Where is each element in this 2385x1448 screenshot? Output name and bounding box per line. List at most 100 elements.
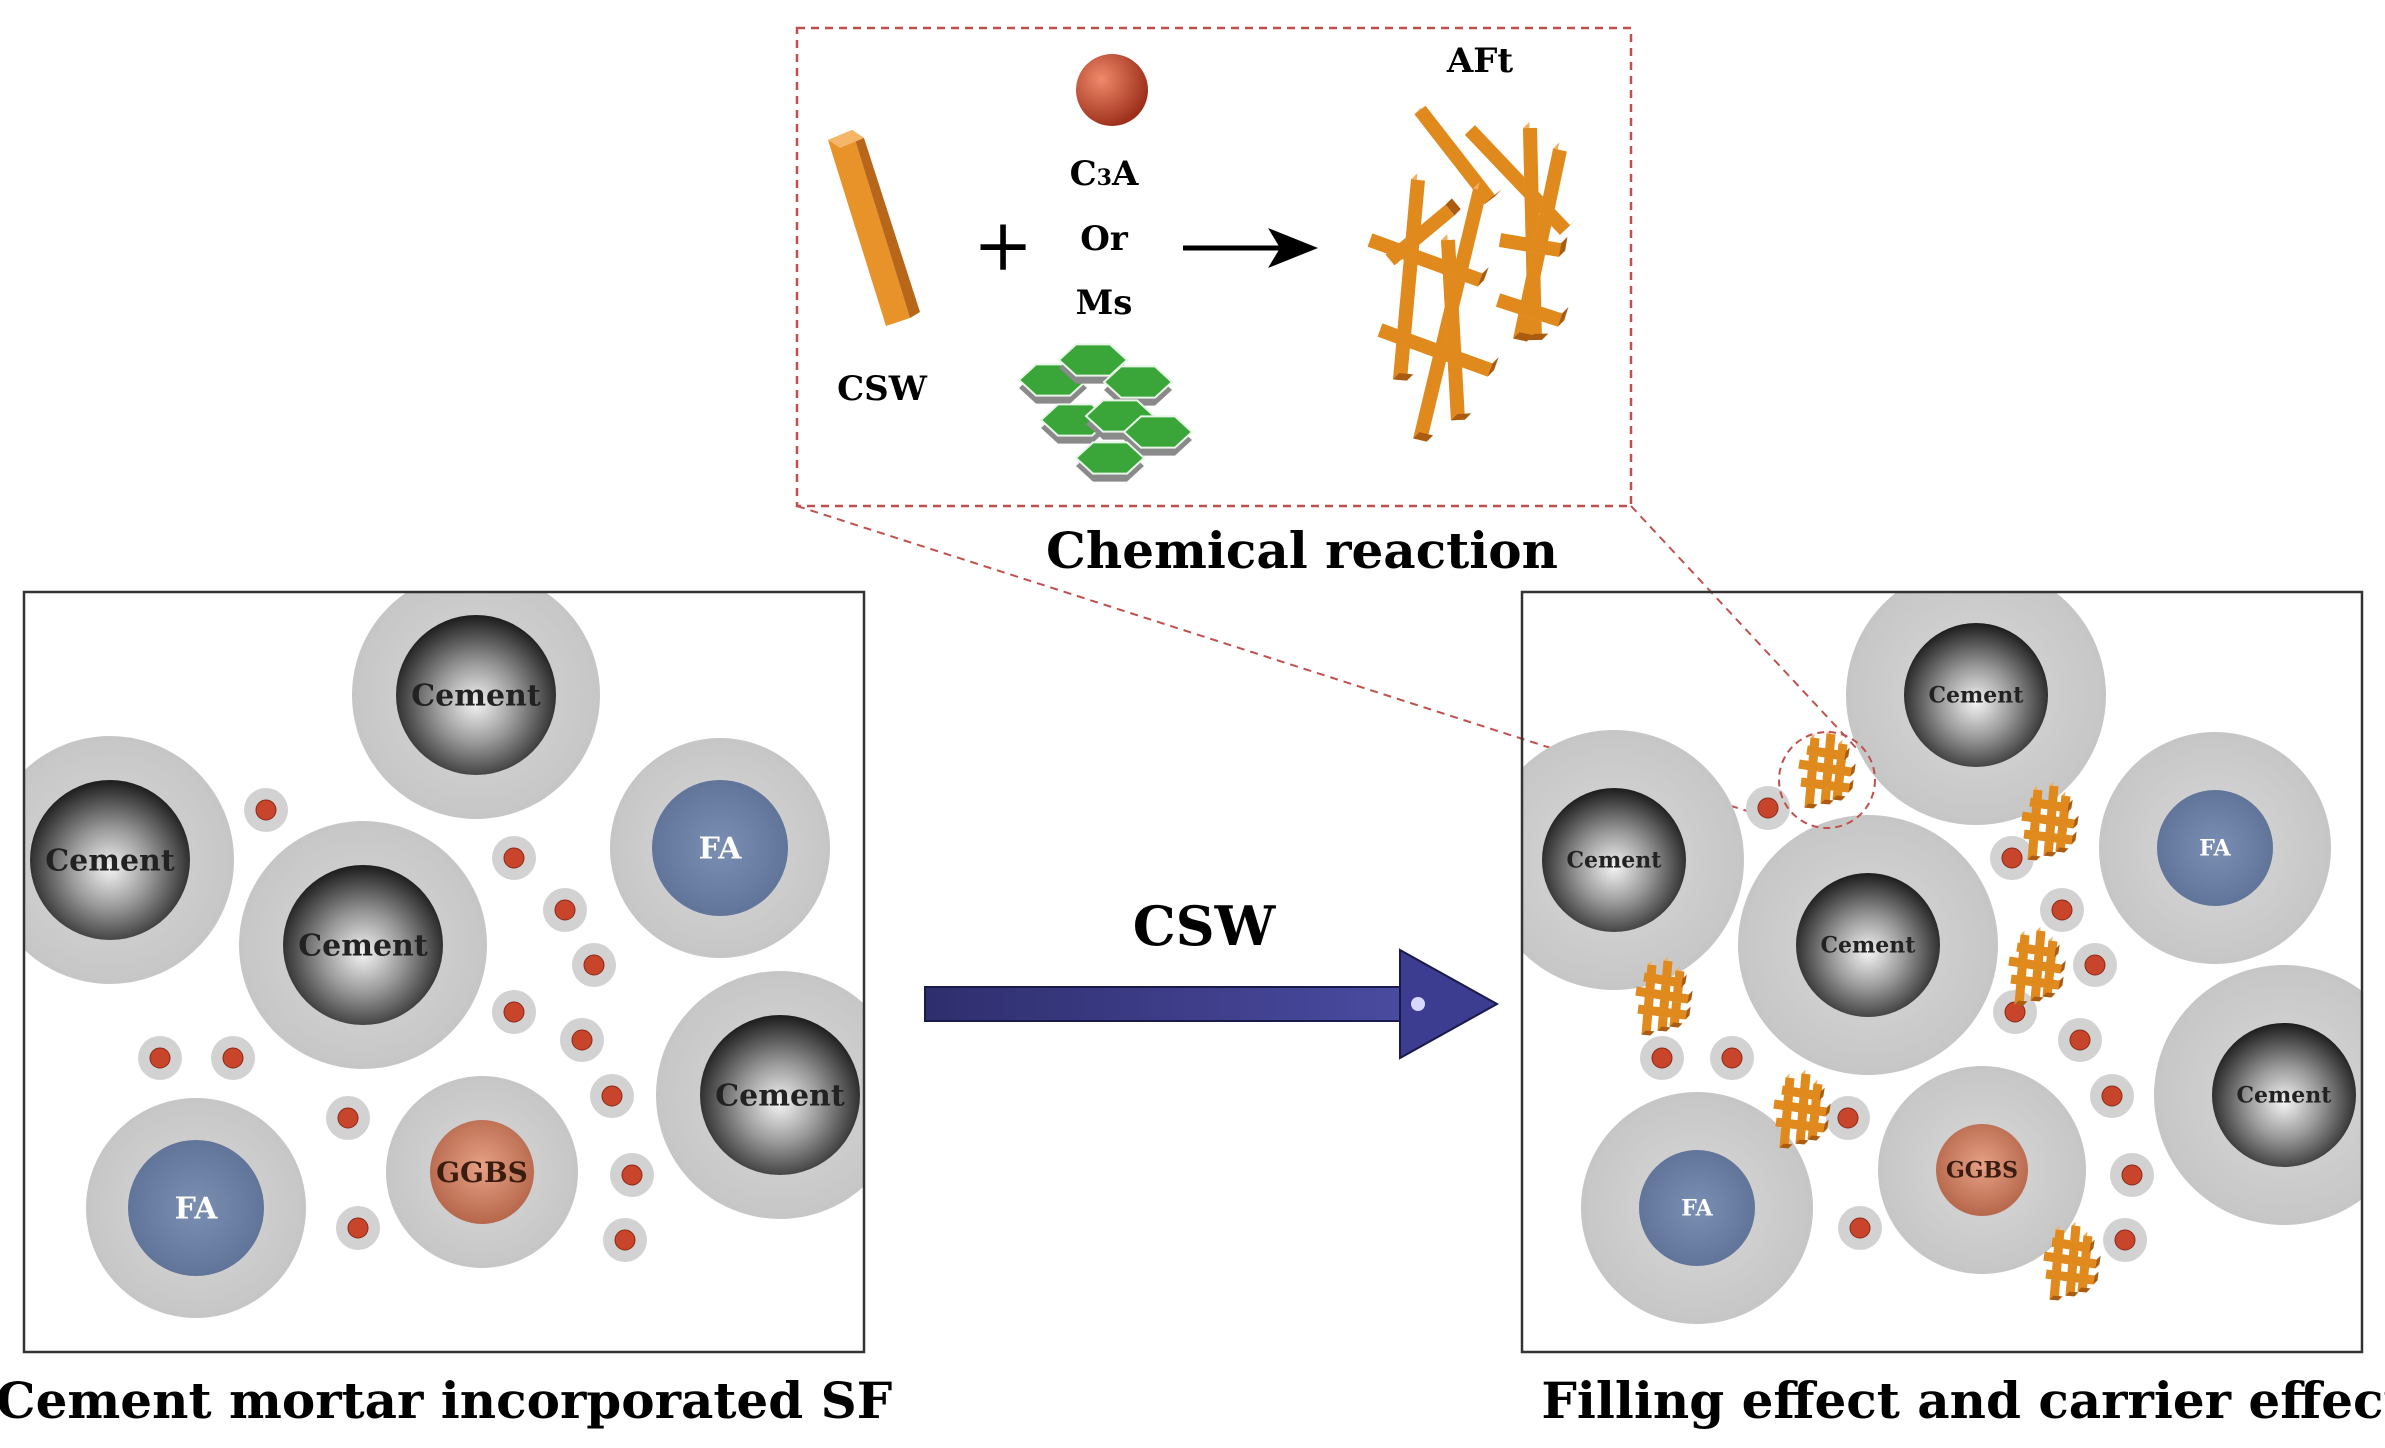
- aft-rod-end: [1477, 267, 1489, 287]
- cement-particle: [396, 615, 556, 775]
- aft-small-rod-end: [1681, 974, 1687, 988]
- aft-small-rod-end: [1657, 1026, 1671, 1032]
- aft-small-rod-end: [1832, 795, 1846, 801]
- cement-label: Cement: [715, 1079, 845, 1114]
- aft-small-rod: [2016, 942, 2056, 958]
- sf-particle: [337, 1107, 359, 1129]
- aft-small-rod-end: [1823, 1119, 1829, 1133]
- aft-small-rod-end: [2060, 960, 2066, 974]
- ms-plate: [1074, 441, 1146, 475]
- aft-rod-end: [1445, 198, 1461, 216]
- aft-label: AFt: [1446, 41, 1514, 81]
- sf-particle: [2121, 1164, 2143, 1186]
- fa-particle: [128, 1140, 264, 1276]
- aft-small-rod-end: [1819, 1087, 1825, 1101]
- aft-small-rod-end: [1779, 1143, 1793, 1149]
- left-panel-caption: Cement mortar incorporated SF: [0, 1371, 892, 1430]
- sf-particle: [2001, 847, 2023, 869]
- aft-small-rod-end: [1687, 990, 1693, 1004]
- cement-particle: [30, 780, 190, 940]
- reaction-arrow-icon: [1183, 228, 1318, 268]
- sf-particle: [149, 1047, 171, 1069]
- transition-arrow-icon: [924, 948, 1500, 1060]
- aft-rod-end: [1559, 218, 1577, 235]
- transition-label: CSW: [1133, 894, 1277, 958]
- aft-small-rod-end: [1850, 763, 1856, 777]
- sf-particle: [621, 1164, 643, 1186]
- fa-label: FA: [175, 1192, 219, 1227]
- aft-small-rod-end: [1804, 803, 1818, 809]
- aft-rod-end: [1557, 307, 1569, 327]
- reaction-caption: Chemical reaction: [1046, 521, 1558, 580]
- cement-particle: [1904, 623, 2048, 767]
- aft-small-rod-end: [1807, 1135, 1821, 1141]
- aft-small-rod-end: [2043, 851, 2057, 857]
- aft-small-rod-end: [2093, 1271, 2099, 1285]
- aft-rod-end: [1484, 189, 1502, 205]
- c3a-particle-icon: [1076, 54, 1148, 126]
- cement-label: Cement: [45, 844, 175, 879]
- sf-particle: [1849, 1217, 1871, 1239]
- sf-particle: [1721, 1047, 1743, 1069]
- aft-small-rod-end: [1825, 1103, 1831, 1117]
- aft-rod-end: [1487, 357, 1499, 377]
- cement-label: Cement: [1821, 933, 1917, 959]
- sf-particle: [2069, 1029, 2091, 1051]
- ggbs-label: GGBS: [1946, 1158, 2018, 1184]
- cement-particle: [1542, 788, 1686, 932]
- cement-particle: [700, 1015, 860, 1175]
- cement-label: Cement: [411, 679, 541, 714]
- aft-small-rod: [1806, 745, 1846, 761]
- aft-small-rod-end: [2054, 944, 2060, 958]
- csw-whisker-icon: [828, 130, 920, 326]
- c3a-label: C3A: [1070, 154, 1139, 194]
- aft-small-rod-end: [1795, 1139, 1809, 1145]
- fa-label: FA: [2199, 836, 2231, 862]
- aft-small-rod: [1775, 1117, 1825, 1133]
- plus-sign: +: [973, 203, 1033, 287]
- sf-particle: [255, 799, 277, 821]
- aft-small-rod-end: [1685, 1006, 1691, 1020]
- sf-particle: [503, 847, 525, 869]
- fa-label: FA: [1681, 1196, 1713, 1222]
- aft-small-rod-end: [1641, 1030, 1655, 1036]
- aft-rod: [1414, 105, 1496, 205]
- aft-small-rod: [1643, 972, 1683, 988]
- ms-plate: [1102, 365, 1174, 399]
- sf-particle: [614, 1229, 636, 1251]
- right-panel-frame: [1520, 590, 2364, 1354]
- aft-small-rod: [1798, 759, 1852, 777]
- aft-small-rod-end: [2067, 799, 2073, 813]
- ggbs-label: GGBS: [436, 1156, 528, 1189]
- aft-small-rod: [1773, 1099, 1827, 1117]
- sf-particle: [571, 1029, 593, 1051]
- aft-rod: [1498, 233, 1562, 257]
- reaction-box: [795, 26, 1633, 508]
- sf-particle: [2114, 1229, 2136, 1251]
- sf-particle: [601, 1085, 623, 1107]
- aft-cluster-icon: [1367, 105, 1577, 442]
- sf-particle: [347, 1217, 369, 1239]
- aft-rod-end: [1451, 413, 1472, 421]
- aft-small-rod-end: [1844, 747, 1850, 761]
- aft-rod: [1441, 239, 1465, 421]
- aft-rod: [1377, 323, 1493, 377]
- aft-small-rod-end: [2055, 847, 2069, 853]
- sf-particle: [1837, 1107, 1859, 1129]
- ms-plate: [1122, 415, 1194, 449]
- aft-rod-end: [1413, 432, 1434, 442]
- cement-label: Cement: [298, 929, 428, 964]
- aft-small-rod-end: [2065, 1291, 2079, 1297]
- aft-small-rod-end: [2027, 855, 2041, 861]
- aft-rod: [1385, 204, 1455, 266]
- aft-small-rod-end: [1669, 1022, 1683, 1028]
- sf-particle: [2051, 899, 2073, 921]
- aft-small-rod-end: [2071, 831, 2077, 845]
- aft-small-rod: [1800, 777, 1850, 793]
- sf-particle: [1757, 797, 1779, 819]
- aft-small-rod: [1637, 1004, 1687, 1020]
- csw-label: CSW: [837, 369, 928, 409]
- ms-label: Ms: [1076, 283, 1133, 323]
